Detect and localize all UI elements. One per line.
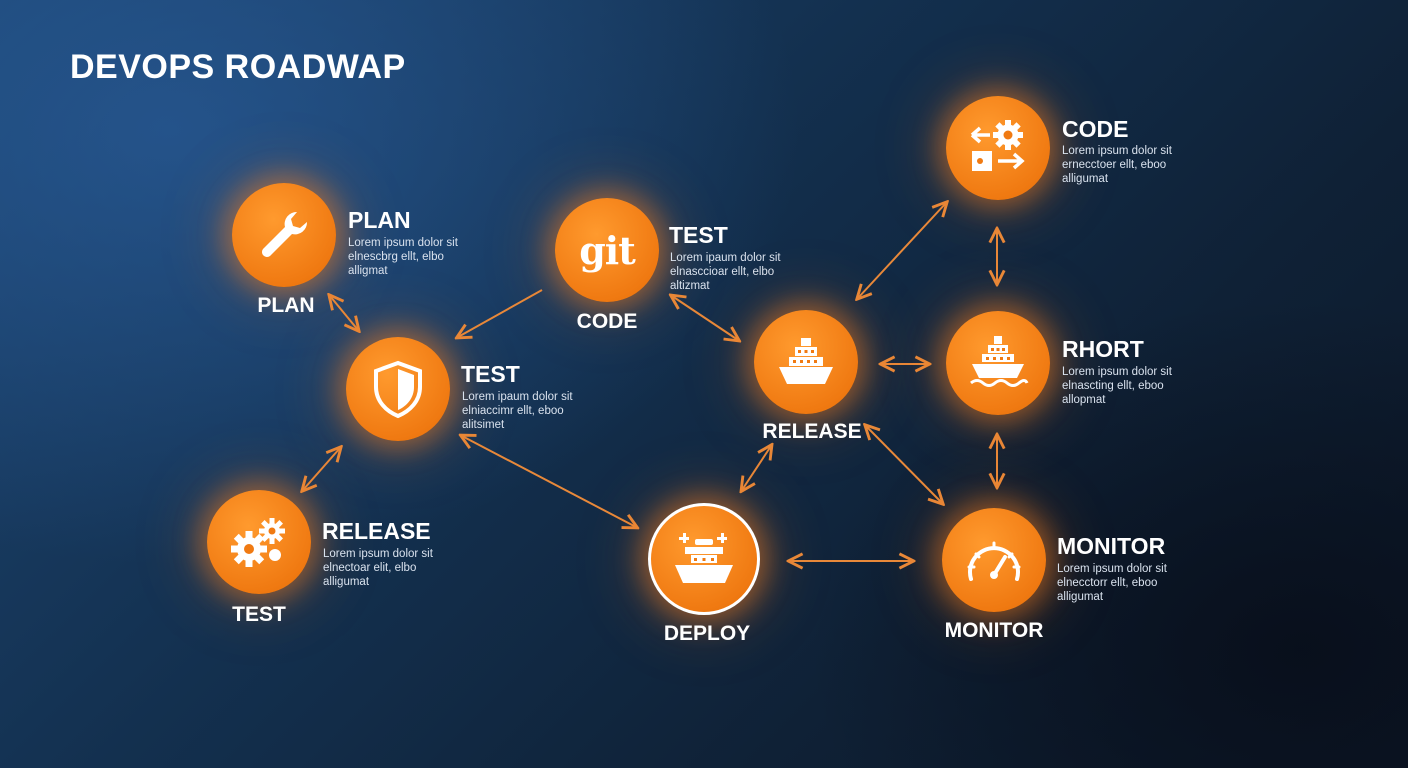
arrow-deploy-release [742,446,771,490]
arrow-plan-test [330,296,358,330]
plan-heading: PLAN [348,207,411,233]
test-description: Lorem ipaum dolor sit elniaccimr ellt, e… [462,391,573,431]
test-shield-node [346,337,450,441]
git-icon: git [579,227,636,273]
page-title: DEVOPS ROADWAP [70,48,406,86]
monitor-caption: MONITOR [944,619,1044,642]
git-caption: CODE [576,310,638,333]
plan-node [232,183,336,287]
rhort-description: Lorem ipsum dolor sit elnascting ellt, e… [1062,366,1172,406]
arrow-release-code [858,203,946,298]
release-ship-node [754,310,858,414]
arrow-git-test [458,289,543,337]
code-node [946,96,1050,200]
gears-caption: TEST [232,603,286,626]
gauge-icon [967,541,1021,581]
deploy-ship-icon [675,533,733,583]
release-description: Lorem ipsum dolor sit elnectoar elit, el… [323,548,433,588]
plan-caption: PLAN [257,294,315,317]
gears-icon [231,518,285,567]
git-node: git [555,198,659,302]
git-description: Lorem ipaum dolor sit elnasccioar ellt, … [670,252,781,292]
rhort-heading: RHORT [1062,336,1144,362]
arrow-git-release [672,296,738,340]
git-heading: TEST [669,222,728,248]
ship-icon [970,336,1029,387]
deploy-node [648,503,760,615]
arrow-release-monitor [866,426,942,503]
code-heading: CODE [1062,116,1129,142]
release-caption: RELEASE [762,420,862,443]
monitor-heading: MONITOR [1057,533,1166,559]
rhort-node [946,311,1050,415]
code-gear-icon [970,120,1025,171]
monitor-node [942,508,1046,612]
test-heading: TEST [461,361,520,387]
plan-description: Lorem ipsum dolor sit elnescbrg ellt, el… [348,237,458,277]
ship-icon [779,338,833,384]
wrench-icon [262,211,308,257]
monitor-description: Lorem ipsum dolor sit elnecctorr ellt, e… [1057,563,1167,603]
release-heading: RELEASE [322,518,431,544]
code-description: Lorem ipsum dolor sit ernecctoer ellt, e… [1062,145,1172,185]
arrow-test-release [303,448,340,490]
release-gears-node [207,490,311,594]
shield-icon [374,360,422,419]
arrow-test-deploy [462,436,636,527]
deploy-caption: DEPLOY [663,622,751,645]
